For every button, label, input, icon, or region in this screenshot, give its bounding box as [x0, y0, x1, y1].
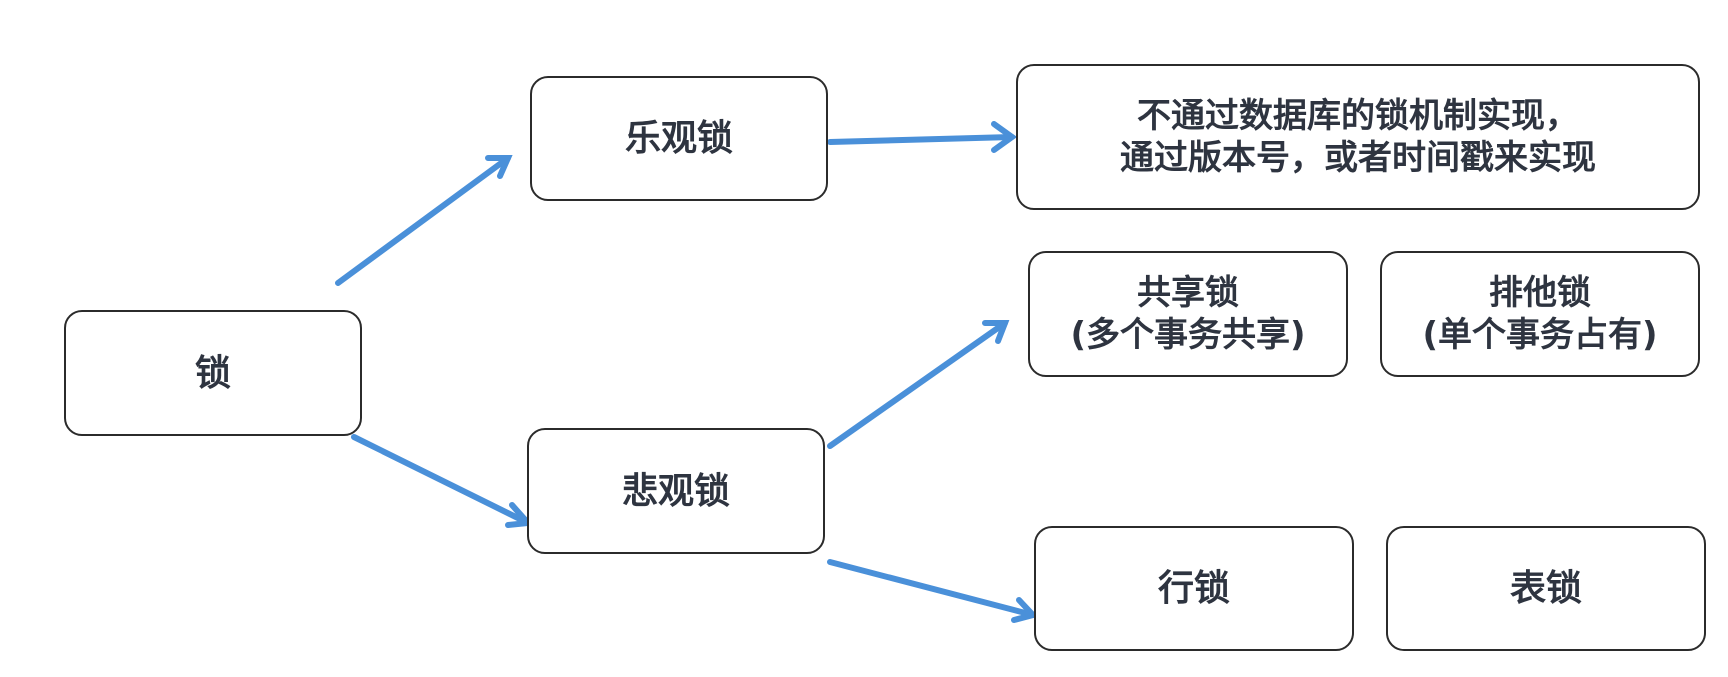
arrowhead-lock-to-optimistic [485, 155, 513, 179]
node-pessimistic-lock: 悲观锁 [527, 428, 825, 554]
node-pessimistic-lock-label: 悲观锁 [621, 470, 730, 512]
shared-lock-title: 共享锁 [1137, 272, 1239, 313]
node-shared-lock: 共享锁 (多个事务共享) [1028, 251, 1348, 377]
row-lock-label: 行锁 [1157, 568, 1230, 609]
arrow-lock-to-optimistic [335, 155, 511, 286]
table-lock-label: 表锁 [1509, 568, 1582, 609]
exclusive-lock-title: 排他锁 [1489, 272, 1591, 313]
node-table-lock: 表锁 [1386, 526, 1706, 651]
arrow-pessimistic-to-row [827, 559, 1036, 618]
arrowhead-lock-to-pessimistic [505, 502, 535, 528]
node-optimistic-lock: 乐观锁 [530, 76, 828, 201]
arrow-pessimistic-to-shared [827, 320, 1008, 449]
arrowhead-pessimistic-to-shared [982, 320, 1010, 344]
node-lock-label: 锁 [194, 352, 231, 394]
node-row-lock: 行锁 [1034, 526, 1354, 651]
node-optimistic-description: 不通过数据库的锁机制实现， 通过版本号，或者时间戳来实现 [1016, 64, 1700, 210]
arrowhead-optimistic-to-desc [991, 121, 1018, 153]
arrow-lock-to-pessimistic [351, 434, 531, 526]
shared-lock-subtitle: (多个事务共享) [1070, 315, 1306, 355]
node-lock: 锁 [64, 310, 362, 436]
node-exclusive-lock: 排他锁 (单个事务占有) [1380, 251, 1700, 377]
exclusive-lock-subtitle: (单个事务占有) [1422, 315, 1658, 355]
arrowhead-pessimistic-to-row [1011, 597, 1039, 623]
optimistic-description-line2: 通过版本号，或者时间戳来实现 [1120, 138, 1596, 178]
node-optimistic-lock-label: 乐观锁 [624, 118, 733, 159]
arrow-optimistic-to-desc [827, 134, 1015, 145]
optimistic-description-line1: 不通过数据库的锁机制实现， [1137, 95, 1579, 136]
